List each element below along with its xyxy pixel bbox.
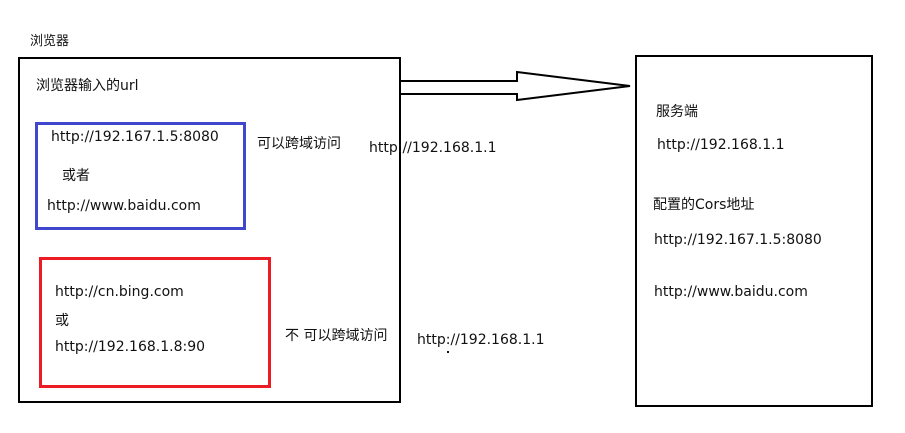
- server-cors-url-1: http://192.167.1.5:8080: [654, 232, 822, 248]
- server-title: 服务端: [656, 104, 698, 120]
- allowed-or-text: 或者: [62, 168, 90, 184]
- server-url: http://192.168.1.1: [657, 137, 785, 153]
- blocked-url-1: http://cn.bing.com: [55, 284, 184, 300]
- request-arrow-shape: [399, 70, 631, 102]
- allowed-cross-domain-note: 可以跨域访问: [257, 136, 341, 152]
- server-cors-url-2: http://www.baidu.com: [654, 284, 808, 300]
- blocked-url-2: http://192.168.1.8:90: [55, 339, 206, 355]
- stray-dot-mark: [447, 351, 449, 353]
- server-box: [635, 55, 873, 407]
- allowed-url-box: [35, 122, 246, 230]
- browser-url-label: 浏览器输入的url: [36, 78, 139, 94]
- allowed-request-url: http://192.168.1.1: [369, 140, 497, 156]
- browser-title: 浏览器: [30, 34, 70, 49]
- allowed-url-1: http://192.167.1.5:8080: [51, 129, 219, 145]
- blocked-cross-domain-note: 不 可以跨域访问: [285, 328, 388, 344]
- blocked-request-url: http://192.168.1.1: [417, 332, 545, 348]
- server-cors-title: 配置的Cors地址: [653, 197, 755, 213]
- blocked-or-text: 或: [55, 313, 69, 329]
- blocked-url-box: [39, 257, 271, 388]
- browser-box: [18, 57, 401, 403]
- allowed-url-2: http://www.baidu.com: [47, 198, 201, 214]
- request-arrow: [399, 70, 631, 102]
